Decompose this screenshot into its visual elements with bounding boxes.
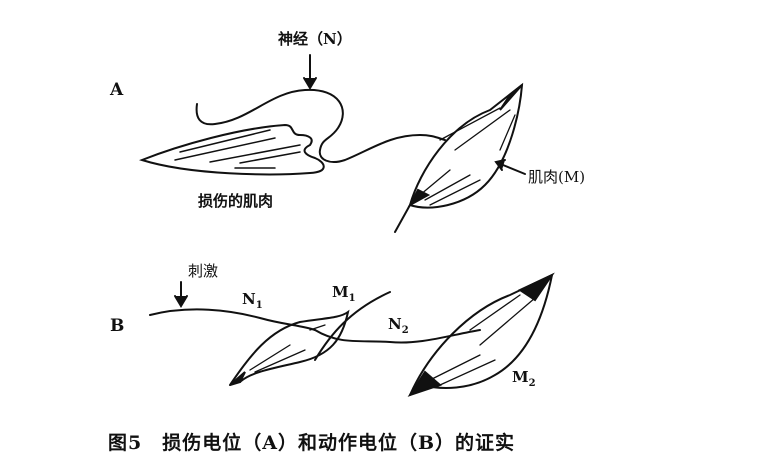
panel-a-label: A — [110, 80, 124, 100]
nerve-label: 神经（N） — [278, 30, 352, 48]
stimulus-arrow — [174, 281, 188, 308]
muscle-m1-fibers — [249, 324, 326, 373]
muscle-m1-tendon — [229, 371, 246, 386]
m1-text: M — [332, 283, 349, 301]
nerve-a — [195, 88, 446, 163]
n1-text: N — [242, 290, 256, 308]
muscle-m2 — [409, 273, 554, 396]
n2-subscript: 2 — [401, 325, 409, 336]
n2-label: N2 — [388, 315, 409, 336]
m2-subscript: 2 — [528, 378, 536, 389]
nerve-m1-line — [314, 291, 391, 361]
panel-b-label: B — [110, 316, 125, 336]
muscle-m-arrow — [494, 159, 526, 175]
muscle-m — [394, 82, 524, 233]
muscle-m-fibers — [419, 107, 516, 206]
n1-label: N1 — [242, 290, 263, 311]
injured-muscle-fibers — [174, 129, 301, 169]
n1-subscript: 1 — [255, 300, 263, 311]
m2-label: M2 — [512, 368, 536, 389]
m1-subscript: 1 — [348, 293, 356, 304]
m2-text: M — [512, 368, 529, 386]
injured-muscle — [138, 123, 325, 176]
muscle-label: 肌肉(M) — [528, 168, 586, 186]
nerve-n1 — [149, 308, 316, 331]
muscle-m1 — [229, 309, 350, 386]
nerve-arrow-a — [303, 54, 317, 90]
figure-caption: 图5 损伤电位（A）和动作电位（B）的证实 — [108, 432, 516, 454]
nerve-n2 — [314, 329, 481, 344]
n2-text: N — [388, 315, 402, 333]
injured-muscle-label: 损伤的肌肉 — [198, 192, 274, 210]
m1-label: M1 — [332, 283, 356, 304]
muscle-m2-fibers — [429, 294, 536, 386]
stimulus-label: 刺激 — [188, 262, 219, 280]
